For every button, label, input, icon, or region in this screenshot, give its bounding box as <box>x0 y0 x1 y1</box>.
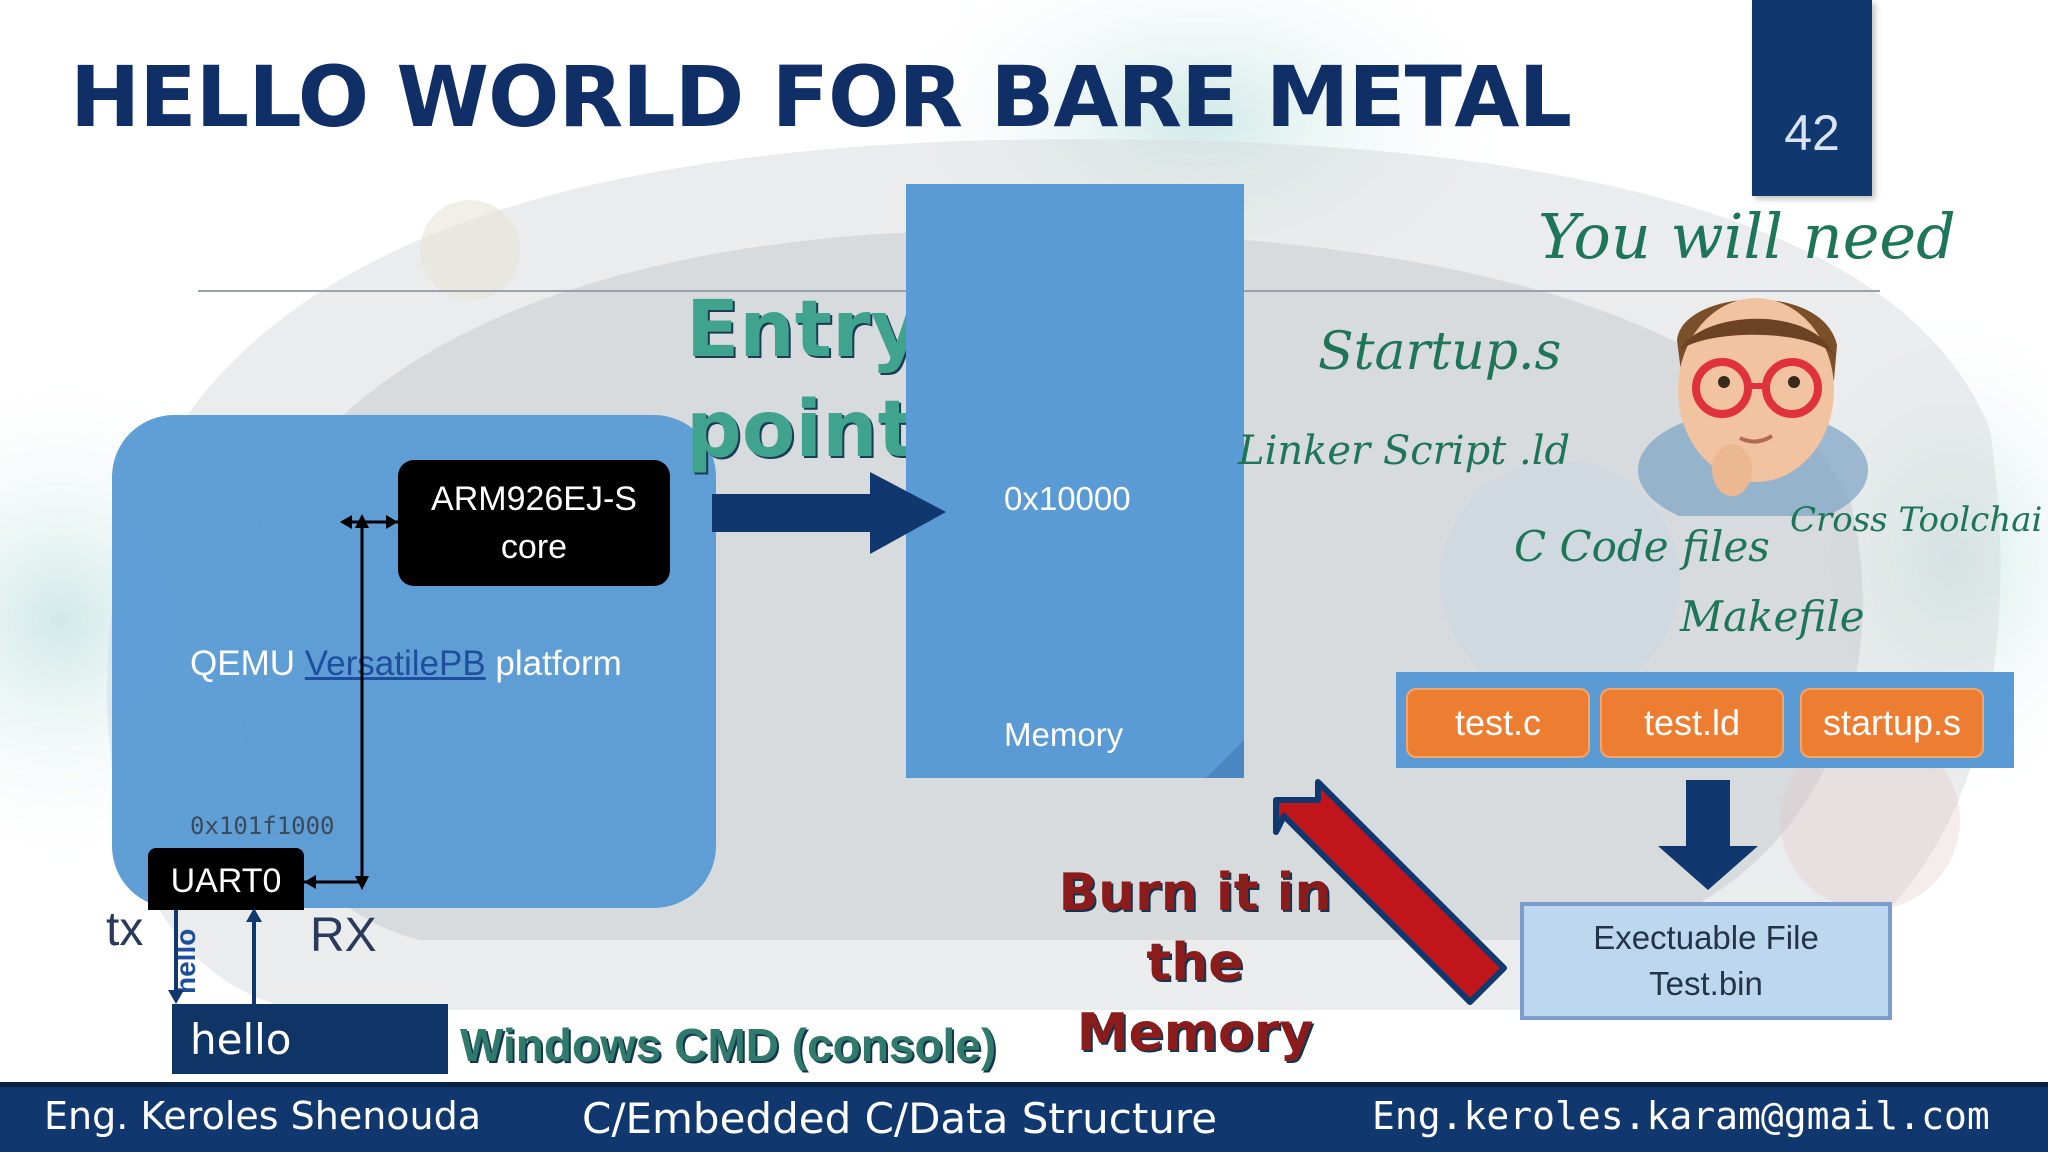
entry-point-label: Entry point <box>686 280 922 480</box>
need-item-linker-script: Linker Script .ld <box>1238 428 1571 474</box>
burn-in-memory-label: Burn it in the Memory <box>1030 858 1360 1068</box>
console-label: Windows CMD (console) <box>460 1019 997 1071</box>
entry-line-1: Entry <box>686 285 922 375</box>
core-line-1: ARM926EJ-S <box>431 480 637 518</box>
page-number: 42 <box>1784 105 1840 161</box>
slide-title: HELLO WORLD FOR BARE METAL <box>70 48 1572 146</box>
platform-label-suffix: platform <box>485 644 622 683</box>
uart-address: 0x101f1000 <box>190 812 335 840</box>
platform-label-prefix: QEMU <box>190 644 305 683</box>
footer-author: Eng. Keroles Shenouda <box>44 1094 482 1138</box>
file-startup-s: startup.s <box>1800 688 1984 758</box>
memory-block <box>906 184 1244 778</box>
footer-course: C/Embedded C/Data Structure <box>582 1094 1218 1143</box>
need-item-makefile: Makefile <box>1680 592 1865 641</box>
file-test-c: test.c <box>1406 688 1590 758</box>
console-output-box: hello <box>172 1004 448 1074</box>
footer-email[interactable]: Eng.keroles.karam@gmail.com <box>1372 1094 1990 1138</box>
need-item-startup: Startup.s <box>1318 322 1562 382</box>
platform-label: QEMU VersatilePB platform <box>190 644 622 684</box>
executable-line-2: Test.bin <box>1649 965 1763 1002</box>
arm-core-block: ARM926EJ-S core <box>398 460 670 586</box>
core-line-2: core <box>500 528 568 566</box>
hello-vertical-label: hello <box>170 928 201 994</box>
memory-address: 0x10000 <box>1004 480 1131 517</box>
versatilepb-link[interactable]: VersatilePB <box>304 644 486 683</box>
burn-line-1: Burn it in <box>1058 863 1332 923</box>
page-number-tab: 42 <box>1752 0 1872 196</box>
thinking-kid-image <box>1638 298 1868 516</box>
tx-label: tx <box>106 903 144 956</box>
uart0-block: UART0 <box>148 848 304 910</box>
executable-line-1: Exectuable File <box>1593 919 1819 956</box>
you-will-need-heading: You will need <box>1538 200 1956 273</box>
file-test-ld: test.ld <box>1600 688 1784 758</box>
footer-bar <box>0 1082 2048 1152</box>
executable-file-box: Exectuable File Test.bin <box>1520 902 1892 1020</box>
need-item-c-code-files: C Code files <box>1514 522 1770 571</box>
memory-label: Memory <box>1004 716 1124 753</box>
rx-label: RX <box>310 909 377 962</box>
burn-line-2: the Memory <box>1076 933 1314 1063</box>
entry-line-2: point <box>686 385 915 475</box>
need-item-cross-toolchain: Cross Toolchai <box>1790 500 2043 540</box>
